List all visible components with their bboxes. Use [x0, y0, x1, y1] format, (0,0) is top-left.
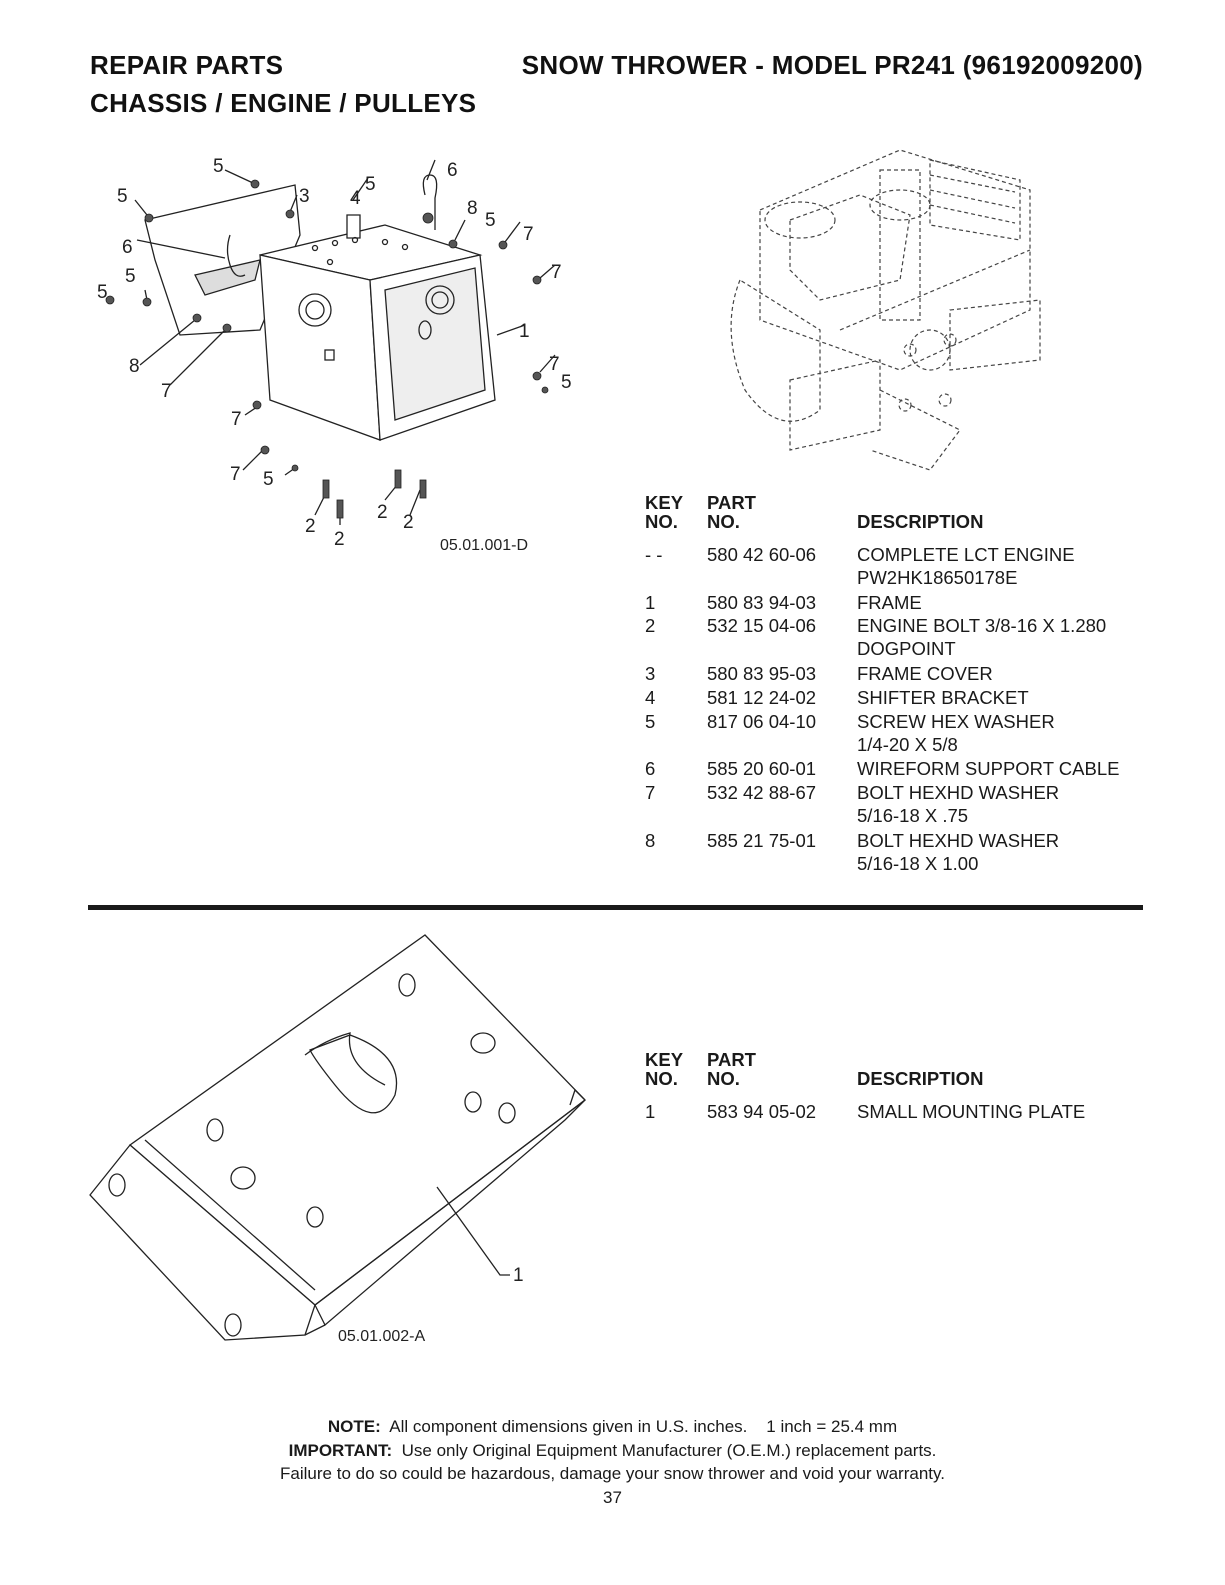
part-number: 580 83 94-03	[707, 591, 817, 613]
callout-label: 7	[161, 381, 172, 402]
callout-label: 5	[97, 282, 108, 303]
engine-diagram	[730, 149, 1041, 471]
callout-label: 5	[485, 210, 496, 231]
key-number: 5	[645, 710, 656, 732]
description-line: ENGINE BOLT 3/8-16 X 1.280	[857, 615, 1107, 637]
description-line: FRAME	[857, 591, 922, 613]
description-line: WIREFORM SUPPORT CABLE	[857, 758, 1120, 780]
section-title: REPAIR PARTS	[90, 50, 284, 80]
part-number: 817 06 04-10	[707, 710, 817, 732]
model-title: SNOW THROWER - MODEL PR241 (96192009200)	[521, 50, 1143, 80]
part-description: SHIFTER BRACKET	[857, 686, 1157, 709]
callout-label: 2	[377, 502, 388, 523]
key-number: 4	[645, 686, 656, 708]
part-number: 580 42 60-06	[707, 544, 817, 565]
callout-label: 1	[519, 321, 530, 342]
callout-label: 7	[549, 354, 560, 375]
page-subtitle: CHASSIS / ENGINE / PULLEYS	[90, 88, 477, 118]
description-line: COMPLETE LCT ENGINE	[857, 544, 1075, 565]
key-number: - -	[645, 544, 663, 565]
description-line: 5/16-18 X .75	[857, 805, 969, 826]
part-description: FRAME COVER	[857, 662, 1157, 685]
description-line: FRAME COVER	[857, 663, 993, 684]
description-line: PW2HK18650178E	[857, 567, 1018, 588]
part-number: 583 94 05-02	[707, 1101, 817, 1122]
part-description: SMALL MOUNTING PLATE	[857, 1100, 1157, 1123]
part-description: WIREFORM SUPPORT CABLE	[857, 757, 1157, 780]
warning-line: Failure to do so could be hazardous, dam…	[280, 1464, 945, 1483]
description-line: BOLT HEXHD WASHER	[857, 829, 1060, 851]
callout-label: 5	[561, 372, 572, 393]
key-number: 6	[645, 758, 656, 780]
key-number: 3	[645, 663, 656, 684]
description-line: SCREW HEX WASHER	[857, 710, 1055, 732]
callout-label: 7	[231, 409, 242, 430]
key-number: 7	[645, 782, 656, 803]
callout-label: 4	[350, 188, 361, 209]
chassis-exploded-diagram: 5 5 3 5 4 6 8 5 7 6 7 5 5 1 8 7 7 5 7 7 …	[97, 156, 572, 550]
description-line: BOLT HEXHD WASHER	[857, 782, 1060, 803]
callout-label: 7	[551, 262, 562, 283]
part-description: FRAME	[857, 591, 1157, 614]
description-line: 5/16-18 X 1.00	[857, 852, 979, 874]
callout-label: 5	[263, 469, 274, 490]
callout-label: 5	[125, 266, 136, 287]
part-number: 580 83 95-03	[707, 663, 817, 684]
callout-label: 7	[230, 464, 241, 485]
note-line: NOTE: All component dimensions given in …	[327, 1417, 898, 1436]
figure-code: 05.01.001-D	[440, 537, 529, 554]
callout-label: 8	[129, 356, 140, 377]
part-number: 532 42 88-67	[707, 782, 817, 803]
header-description: DESCRIPTION	[857, 1068, 984, 1089]
mounting-plate-diagram: 1	[89, 934, 586, 1341]
callout-label: 5	[365, 174, 376, 195]
key-number: 1	[645, 1101, 656, 1122]
description-line: DOGPOINT	[857, 638, 956, 660]
callout-label: 2	[305, 516, 316, 537]
section-divider	[88, 905, 1143, 910]
part-number: 581 12 24-02	[707, 686, 817, 708]
figure-code: 05.01.002-A	[338, 1328, 426, 1345]
description-line: SHIFTER BRACKET	[857, 686, 1029, 708]
callout-label: 2	[403, 512, 414, 533]
key-number: 8	[645, 829, 656, 851]
page-number: 37	[603, 1487, 622, 1507]
callout-label: 1	[513, 1265, 524, 1286]
callout-label: 6	[122, 237, 133, 258]
callout-label: 2	[334, 529, 345, 550]
callout-label: 6	[447, 160, 458, 181]
part-number: 585 21 75-01	[707, 829, 817, 851]
key-number: 1	[645, 591, 656, 613]
callout-label: 7	[523, 224, 534, 245]
callout-label: 5	[117, 186, 128, 207]
part-number: 585 20 60-01	[707, 758, 817, 780]
key-number: 2	[645, 615, 656, 637]
header-description: DESCRIPTION	[857, 511, 984, 532]
callout-label: 3	[299, 186, 310, 207]
important-line: IMPORTANT: Use only Original Equipment M…	[288, 1440, 937, 1460]
part-number: 532 15 04-06	[707, 615, 817, 637]
description-line: SMALL MOUNTING PLATE	[857, 1101, 1086, 1122]
callout-label: 5	[213, 156, 224, 177]
callout-label: 8	[467, 198, 478, 219]
description-line: 1/4-20 X 5/8	[857, 733, 958, 755]
footer: NOTE: All component dimensions given in …	[0, 1415, 1225, 1509]
